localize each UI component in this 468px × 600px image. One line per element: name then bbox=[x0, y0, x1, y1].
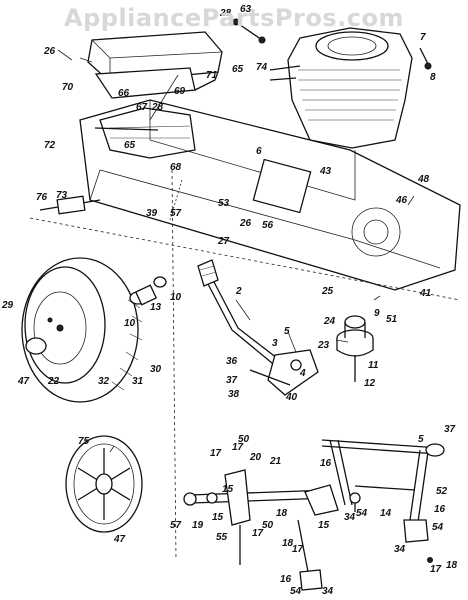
callout-15b: 15 bbox=[212, 512, 224, 523]
callout-37: 37 bbox=[226, 375, 238, 386]
callout-12: 12 bbox=[364, 378, 376, 389]
callout-10: 10 bbox=[170, 292, 182, 303]
callout-69: 69 bbox=[174, 86, 186, 97]
callout-55: 55 bbox=[216, 532, 228, 543]
callout-28b: 28 bbox=[151, 102, 164, 113]
callout-48: 48 bbox=[417, 174, 430, 185]
callout-8: 8 bbox=[430, 72, 436, 83]
callout-31: 31 bbox=[132, 376, 144, 387]
hub-cap bbox=[65, 435, 143, 533]
callout-70: 70 bbox=[62, 82, 74, 93]
callout-75: 75 bbox=[78, 436, 90, 447]
callout-66: 66 bbox=[118, 88, 130, 99]
callout-16: 16 bbox=[320, 458, 332, 469]
callout-27: 27 bbox=[217, 236, 230, 247]
callout-13: 13 bbox=[150, 302, 162, 313]
callout-23: 23 bbox=[317, 340, 330, 351]
idler-pulley bbox=[336, 315, 374, 382]
callout-22: 22 bbox=[47, 376, 60, 387]
callout-17c: 17 bbox=[252, 528, 264, 539]
brake-pedal-lever bbox=[197, 259, 319, 396]
callout-7: 7 bbox=[420, 32, 426, 43]
callout-4: 4 bbox=[299, 368, 306, 379]
callout-54: 54 bbox=[356, 508, 368, 519]
callout-50b: 50 bbox=[262, 520, 274, 531]
callout-37b: 37 bbox=[444, 424, 456, 435]
callout-56: 56 bbox=[262, 220, 274, 231]
callout-3: 3 bbox=[272, 338, 278, 349]
callout-34c: 34 bbox=[322, 586, 334, 597]
callout-17: 17 bbox=[232, 442, 244, 453]
callout-57: 57 bbox=[170, 208, 182, 219]
callout-18: 18 bbox=[276, 508, 288, 519]
callout-43: 43 bbox=[319, 166, 332, 177]
callout-52: 52 bbox=[436, 486, 448, 497]
callout-47: 47 bbox=[17, 376, 30, 387]
callout-74: 74 bbox=[256, 62, 268, 73]
callout-50: 50 bbox=[238, 434, 250, 445]
callout-65b: 65 bbox=[124, 140, 136, 151]
callout-18b: 18 bbox=[282, 538, 294, 549]
callout-11: 11 bbox=[368, 360, 379, 371]
leader-lines bbox=[57, 49, 415, 561]
callout-57b: 57 bbox=[170, 520, 182, 531]
callout-39: 39 bbox=[146, 208, 158, 219]
callout-17e: 17 bbox=[430, 564, 442, 575]
callout-16c: 16 bbox=[280, 574, 292, 585]
callout-17b: 17 bbox=[210, 448, 222, 459]
callout-67: 67 bbox=[136, 102, 148, 113]
callout-72: 72 bbox=[44, 140, 56, 151]
callout-19: 19 bbox=[192, 520, 204, 531]
callout-54b: 54 bbox=[432, 522, 444, 533]
callout-14: 14 bbox=[380, 508, 392, 519]
callout-16b: 16 bbox=[434, 504, 446, 515]
callout-63: 63 bbox=[240, 4, 252, 15]
axle-spacers bbox=[129, 276, 167, 306]
callout-24: 24 bbox=[323, 316, 336, 327]
part-callouts: 26 28 63 7 70 71 65 74 8 66 69 67 28 72 … bbox=[1, 4, 458, 597]
callout-28: 28 bbox=[219, 8, 232, 19]
callout-5: 5 bbox=[284, 326, 290, 337]
callout-34b: 34 bbox=[394, 544, 406, 555]
callout-30: 30 bbox=[150, 364, 162, 375]
callout-2: 2 bbox=[235, 286, 242, 297]
callout-6: 6 bbox=[256, 146, 262, 157]
callout-18c: 18 bbox=[446, 560, 458, 571]
callout-41: 41 bbox=[419, 288, 432, 299]
callout-47b: 47 bbox=[113, 534, 126, 545]
callout-68: 68 bbox=[170, 162, 182, 173]
callout-71: 71 bbox=[206, 70, 218, 81]
callout-9: 9 bbox=[374, 308, 380, 319]
callout-54c: 54 bbox=[290, 586, 302, 597]
callout-76: 76 bbox=[36, 192, 48, 203]
callout-51: 51 bbox=[386, 314, 398, 325]
steering-linkage bbox=[183, 439, 445, 591]
engine-block bbox=[269, 27, 432, 149]
callout-73: 73 bbox=[56, 190, 68, 201]
callout-46: 46 bbox=[395, 195, 408, 206]
seat-fender-assembly bbox=[79, 18, 266, 99]
callout-25: 25 bbox=[321, 286, 334, 297]
callout-21: 21 bbox=[269, 456, 282, 467]
callout-36: 36 bbox=[226, 356, 238, 367]
callout-40: 40 bbox=[285, 392, 298, 403]
callout-20: 20 bbox=[249, 452, 262, 463]
callout-15: 15 bbox=[222, 484, 234, 495]
callout-32: 32 bbox=[98, 376, 110, 387]
main-frame bbox=[29, 99, 461, 301]
callout-38: 38 bbox=[228, 389, 240, 400]
callout-34: 34 bbox=[344, 512, 356, 523]
callout-29: 29 bbox=[1, 300, 14, 311]
rear-tire bbox=[21, 257, 143, 403]
callout-15c: 15 bbox=[318, 520, 330, 531]
callout-17d: 17 bbox=[292, 544, 304, 555]
callout-26b: 26 bbox=[239, 218, 252, 229]
callout-65: 65 bbox=[232, 64, 244, 75]
callout-26: 26 bbox=[43, 46, 56, 57]
callout-53: 53 bbox=[218, 198, 230, 209]
callout-5b: 5 bbox=[418, 434, 424, 445]
callout-10b: 10 bbox=[124, 318, 136, 329]
